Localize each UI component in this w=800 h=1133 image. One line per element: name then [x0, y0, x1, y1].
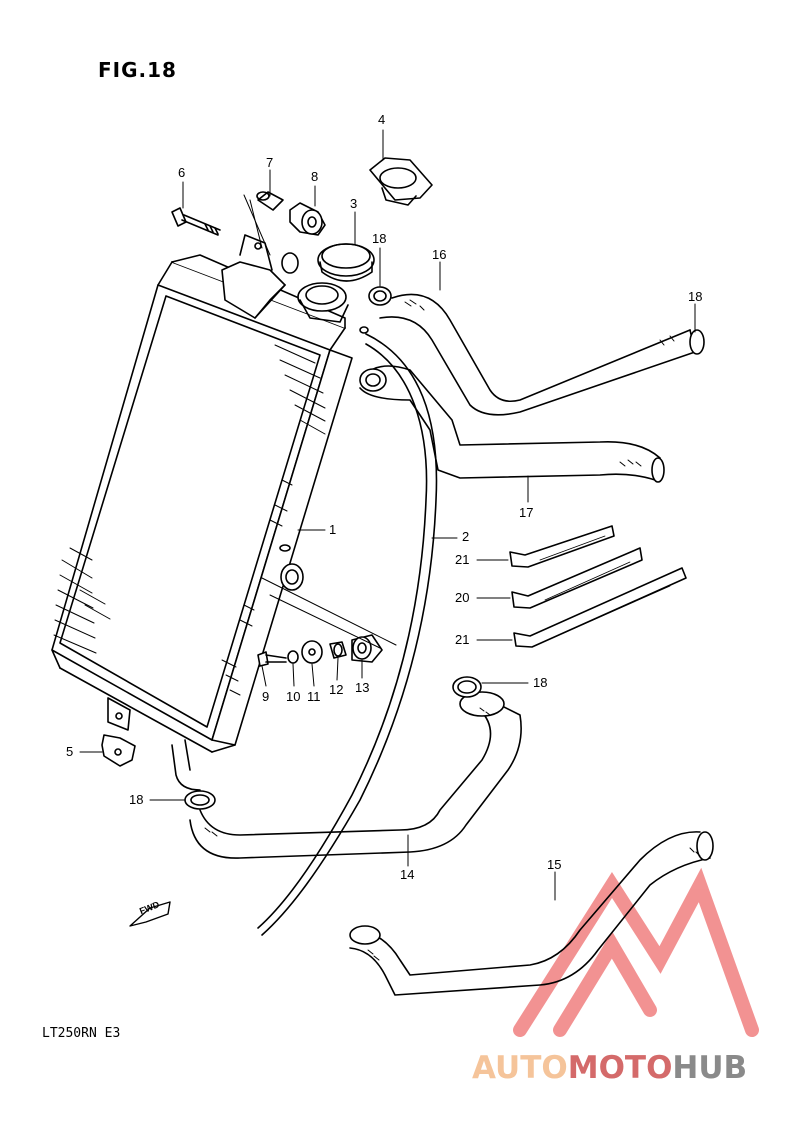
- watermark-part-hub: HUB: [672, 1050, 748, 1086]
- cable-ties: [509, 525, 687, 648]
- radiator-hose-15: [349, 831, 714, 996]
- hose-clamp-18: [184, 286, 705, 810]
- callout-4: 4: [378, 112, 386, 127]
- callout-18-right: 18: [688, 289, 703, 304]
- watermark-logo-icon: [513, 867, 759, 1037]
- callout-3: 3: [350, 196, 358, 211]
- mount-hardware: [257, 634, 383, 667]
- callout-18-mid: 18: [533, 675, 548, 690]
- callout-11: 11: [307, 689, 321, 704]
- callout-16: 16: [432, 247, 447, 262]
- model-code: LT250RN E3: [42, 1026, 121, 1041]
- radiator-hose-16: [379, 293, 696, 416]
- watermark-text: AUTOMOTOHUB: [472, 1050, 747, 1086]
- callout-9: 9: [262, 689, 270, 704]
- callout-1: 1: [329, 522, 337, 537]
- fwd-arrow-icon: [129, 901, 171, 927]
- callout-17: 17: [519, 505, 534, 520]
- radiator-fins: [53, 344, 326, 696]
- callout-18-bottom: 18: [129, 792, 144, 807]
- radiator-core: [51, 261, 353, 753]
- callout-14: 14: [400, 867, 415, 882]
- radiator-outlet: [171, 739, 201, 791]
- callout-21: 21: [455, 632, 470, 647]
- cushion-8: [289, 202, 326, 236]
- callout-15: 15: [547, 857, 562, 872]
- bolt-6: [171, 207, 221, 236]
- callout-2: 2: [462, 529, 470, 544]
- callout-13: 13: [355, 680, 370, 695]
- overflow-hose-2: [257, 333, 438, 936]
- callout-19: 20: [455, 590, 470, 605]
- radiator-hose-14: [189, 691, 522, 859]
- reference-lines: [243, 194, 397, 649]
- radiator-cap-4: [369, 157, 433, 206]
- callout-7: 7: [266, 155, 274, 170]
- callout-8: 8: [311, 169, 319, 184]
- watermark-part-moto: MOTO: [567, 1050, 673, 1086]
- collar-7: [256, 191, 284, 211]
- callout-20: 21: [455, 552, 470, 567]
- radiator-hose-17: [359, 365, 665, 483]
- callout-6: 6: [178, 165, 186, 180]
- callout-10: 10: [286, 689, 301, 704]
- top-tank: [171, 234, 369, 334]
- callout-5: 5: [66, 744, 74, 759]
- callout-leaders: [79, 129, 696, 901]
- bracket-5: [101, 697, 136, 767]
- watermark-part-auto: AUTO: [472, 1050, 568, 1086]
- callout-12: 12: [329, 682, 344, 697]
- callout-18-top: 18: [372, 231, 387, 246]
- figure-title: FIG.18: [98, 58, 177, 82]
- radiator-cap-3: [317, 243, 375, 282]
